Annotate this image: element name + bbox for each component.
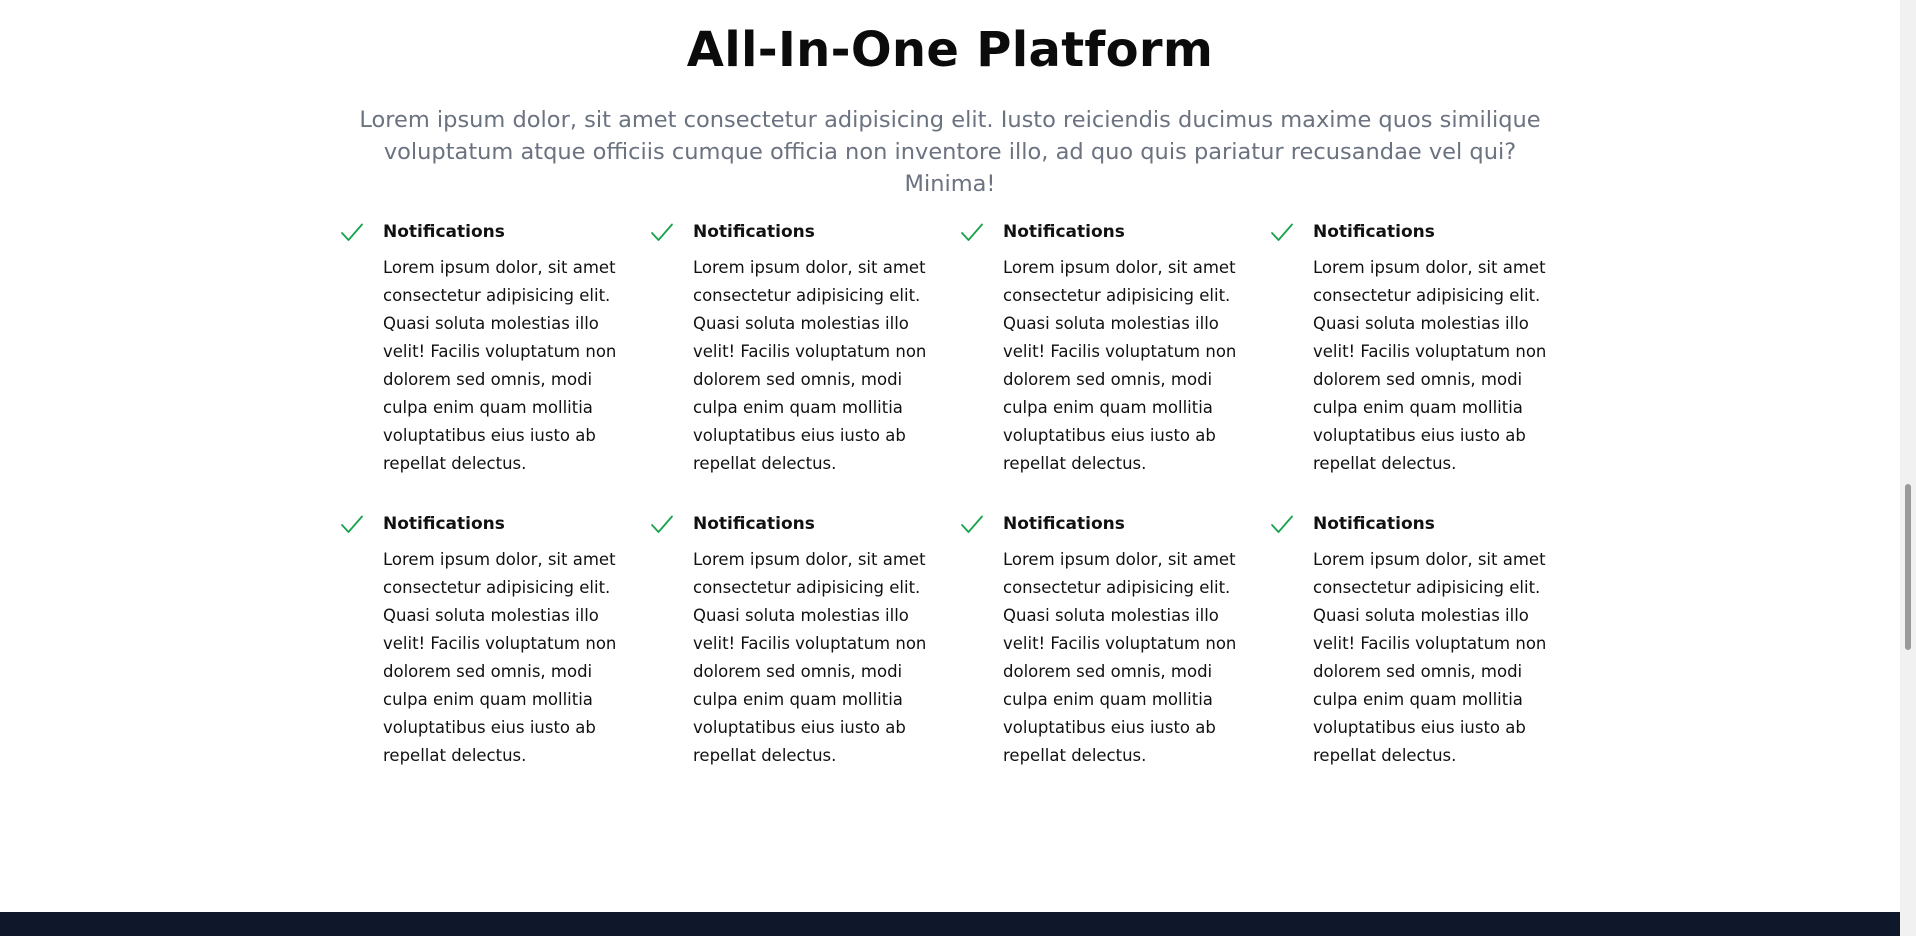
feature-description: Lorem ipsum dolor, sit amet consectetur … xyxy=(383,258,617,473)
feature-description: Lorem ipsum dolor, sit amet consectetur … xyxy=(383,550,617,765)
check-icon xyxy=(1271,515,1293,533)
features-section: All-In-One Platform Lorem ipsum dolor, s… xyxy=(340,22,1580,765)
scrollbar[interactable] xyxy=(1900,0,1916,936)
feature-title: Notifications xyxy=(1313,222,1435,242)
features-grid: Notifications Lorem ipsum dolor, sit ame… xyxy=(340,218,1580,765)
feature-title: Notifications xyxy=(1003,222,1125,242)
feature-title: Notifications xyxy=(383,222,505,242)
check-icon xyxy=(341,223,363,241)
feature-description: Lorem ipsum dolor, sit amet consectetur … xyxy=(1313,258,1547,473)
check-icon xyxy=(341,515,363,533)
feature-title: Notifications xyxy=(383,514,505,534)
check-icon xyxy=(651,515,673,533)
feature-description: Lorem ipsum dolor, sit amet consectetur … xyxy=(693,550,927,765)
feature-item: Notifications Lorem ipsum dolor, sit ame… xyxy=(960,218,1270,473)
feature-item: Notifications Lorem ipsum dolor, sit ame… xyxy=(1270,218,1580,473)
feature-item: Notifications Lorem ipsum dolor, sit ame… xyxy=(650,218,960,473)
feature-description: Lorem ipsum dolor, sit amet consectetur … xyxy=(1313,550,1547,765)
check-icon xyxy=(961,223,983,241)
feature-item: Notifications Lorem ipsum dolor, sit ame… xyxy=(1270,510,1580,765)
section-subtitle: Lorem ipsum dolor, sit amet consectetur … xyxy=(359,107,1541,197)
check-icon xyxy=(651,223,673,241)
feature-title: Notifications xyxy=(693,222,815,242)
feature-description: Lorem ipsum dolor, sit amet consectetur … xyxy=(1003,258,1237,473)
feature-item: Notifications Lorem ipsum dolor, sit ame… xyxy=(650,510,960,765)
feature-description: Lorem ipsum dolor, sit amet consectetur … xyxy=(693,258,927,473)
feature-item: Notifications Lorem ipsum dolor, sit ame… xyxy=(340,510,650,765)
scrollbar-thumb[interactable] xyxy=(1905,484,1911,650)
feature-item: Notifications Lorem ipsum dolor, sit ame… xyxy=(960,510,1270,765)
feature-title: Notifications xyxy=(1003,514,1125,534)
footer xyxy=(0,912,1900,936)
check-icon xyxy=(961,515,983,533)
feature-description: Lorem ipsum dolor, sit amet consectetur … xyxy=(1003,550,1237,765)
feature-item: Notifications Lorem ipsum dolor, sit ame… xyxy=(340,218,650,473)
check-icon xyxy=(1271,223,1293,241)
feature-title: Notifications xyxy=(693,514,815,534)
feature-title: Notifications xyxy=(1313,514,1435,534)
section-title: All-In-One Platform xyxy=(686,22,1214,78)
